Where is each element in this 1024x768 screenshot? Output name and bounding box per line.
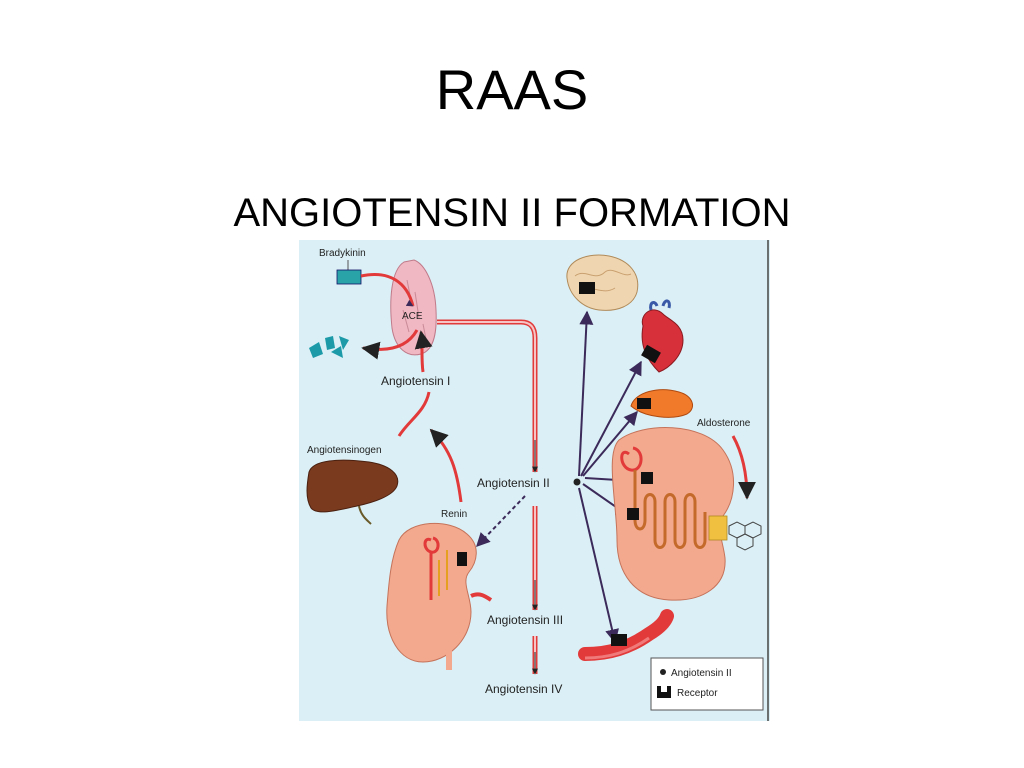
legend-angiotensin-ii-dot	[660, 669, 666, 675]
slide-title: RAAS	[435, 58, 589, 121]
label-renin: Renin	[441, 509, 467, 520]
legend-receptor: Receptor	[677, 688, 718, 699]
heart-icon	[641, 299, 684, 373]
label-angiotensin-i: Angiotensin I	[381, 374, 450, 388]
peptide-fragments-icon	[309, 336, 349, 358]
label-ace: ACE	[402, 311, 423, 322]
label-angiotensin-iv: Angiotensin IV	[485, 682, 562, 696]
raas-diagram: Bradykinin ACE Angiotensin I Angiotensin…	[299, 240, 770, 721]
kidney-icon	[386, 522, 493, 670]
legend-angiotensin-ii: Angiotensin II	[671, 668, 732, 679]
bradykinin-icon	[336, 269, 362, 285]
legend: Angiotensin II Receptor	[650, 657, 764, 711]
label-angiotensin-iii: Angiotensin III	[487, 613, 563, 627]
label-angiotensinogen: Angiotensinogen	[307, 445, 382, 456]
steroid-molecule-icon	[728, 521, 762, 551]
artery-icon	[578, 609, 674, 661]
brain-icon	[566, 254, 639, 311]
adrenal-icon	[630, 389, 694, 418]
label-bradykinin: Bradykinin	[319, 248, 366, 259]
kidney-icon	[611, 427, 735, 601]
label-aldosterone: Aldosterone	[697, 418, 751, 429]
legend-receptor-icon	[657, 686, 671, 698]
slide-subtitle: ANGIOTENSIN II FORMATION	[233, 191, 791, 235]
liver-icon	[306, 459, 399, 513]
angiotensin-ii-dot	[573, 478, 581, 486]
label-angiotensin-ii: Angiotensin II	[477, 476, 550, 490]
receptor-kidney-renin	[457, 552, 467, 566]
